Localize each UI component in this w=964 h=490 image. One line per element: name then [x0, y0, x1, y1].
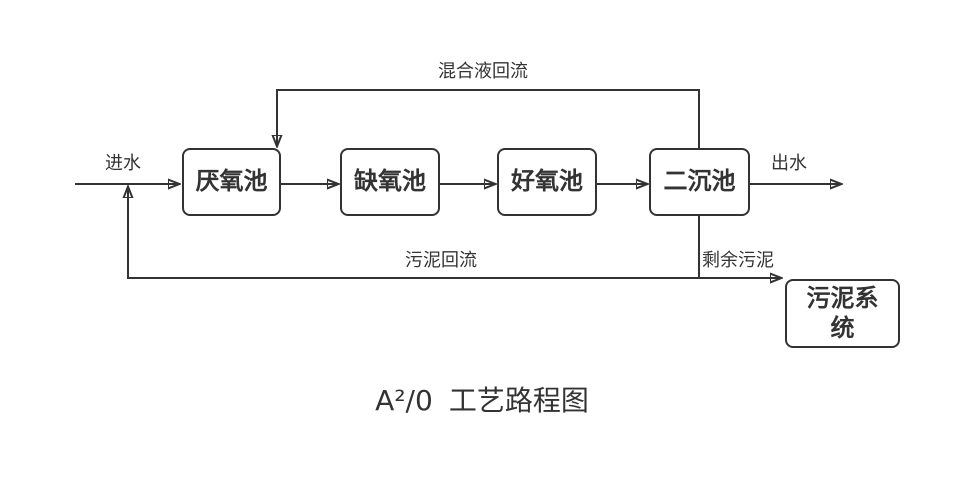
label-influent: 进水 — [105, 153, 141, 173]
label-effluent: 出水 — [771, 153, 807, 173]
box-aerobic-tank: 好氧池 — [497, 148, 597, 216]
box-sludge-system: 污泥系统 — [785, 279, 900, 348]
secondary-clarifier-label: 二沉池 — [663, 168, 736, 195]
anoxic-tank-label: 缺氧池 — [354, 168, 426, 195]
box-anaerobic-tank: 厌氧池 — [182, 148, 281, 216]
aerobic-tank-label: 好氧池 — [511, 168, 583, 195]
box-secondary-clarifier: 二沉池 — [649, 148, 750, 216]
label-sludge-return: 污泥回流 — [405, 250, 477, 270]
diagram-title: A²/0 工艺路程图 — [375, 379, 589, 419]
sludge-system-label: 污泥系统 — [806, 284, 879, 342]
diagram-title-prefix: A²/0 — [375, 384, 433, 417]
anaerobic-tank-label: 厌氧池 — [195, 168, 268, 195]
label-mixed-liquor-recycle: 混合液回流 — [438, 61, 528, 81]
label-excess-sludge: 剩余污泥 — [702, 250, 774, 270]
sludge-return-line — [128, 187, 700, 279]
diagram-title-suffix: 工艺路程图 — [448, 385, 589, 416]
box-anoxic-tank: 缺氧池 — [340, 148, 440, 216]
mixed-liquor-recycle-line — [277, 89, 700, 148]
